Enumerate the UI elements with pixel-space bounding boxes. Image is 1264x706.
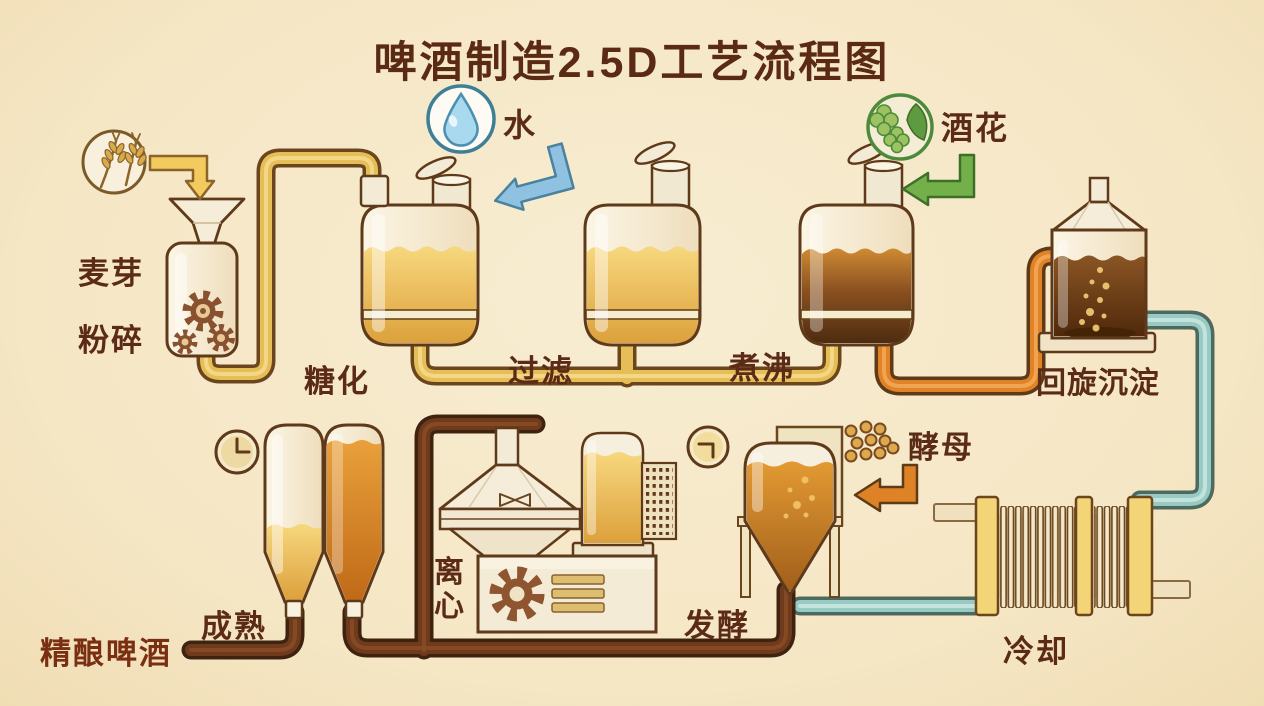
coolant-outlet-pipe bbox=[1147, 580, 1191, 599]
label-whirlpool: 回旋沉淀 bbox=[1036, 367, 1160, 400]
pipe-whirlpool-to-cooler bbox=[1130, 310, 1215, 510]
centrifuge-valve-glyph bbox=[499, 493, 531, 507]
pipe-fermenter-to-maturation bbox=[181, 414, 796, 660]
fermenter-liquid bbox=[747, 461, 833, 592]
maturation-tank-1-liquid bbox=[267, 524, 321, 600]
whirlpool-liquid bbox=[1054, 255, 1146, 336]
fermenter-bubbles bbox=[783, 476, 815, 519]
maturation-tank-1 bbox=[263, 423, 325, 620]
label-mash: 糖化 bbox=[304, 364, 370, 399]
label-boil: 煮沸 bbox=[729, 351, 795, 386]
crusher-gear-small-left bbox=[172, 329, 198, 355]
malt-icon bbox=[81, 129, 147, 195]
centrifuge-buffer-tank bbox=[580, 431, 645, 547]
mash-inlet-port bbox=[359, 174, 390, 208]
malt-feed-arrow-icon bbox=[148, 154, 216, 201]
label-malt: 麦芽 bbox=[78, 256, 144, 291]
hops-leaf bbox=[906, 103, 928, 141]
label-maturation: 成熟 bbox=[201, 609, 267, 644]
yeast-feed-arrow-icon bbox=[853, 463, 919, 513]
heat-exchanger-fins-right bbox=[1094, 506, 1128, 608]
hops-feed-arrow-icon bbox=[901, 153, 976, 207]
crusher-funnel bbox=[168, 197, 246, 247]
label-crush: 粉碎 bbox=[78, 323, 144, 358]
hops-icon bbox=[866, 93, 934, 161]
maturation-tank-2-liquid bbox=[327, 440, 381, 600]
yeast-icon bbox=[844, 420, 900, 463]
pipe-boil-to-whirlpool bbox=[874, 246, 1072, 396]
water-feed-arrow-icon bbox=[493, 142, 575, 211]
clock-icon bbox=[214, 429, 260, 475]
label-water: 水 bbox=[503, 107, 538, 143]
crusher-gear-small-right bbox=[207, 324, 235, 352]
water-droplet bbox=[443, 91, 479, 147]
centrifuge-gear-icon bbox=[489, 566, 545, 622]
label-centrifuge: 离心 bbox=[434, 556, 464, 623]
hops-cones bbox=[869, 104, 910, 154]
whirlpool-vessel bbox=[1037, 176, 1157, 354]
fermenter-vessel bbox=[737, 425, 844, 598]
maturation-tank-2 bbox=[323, 423, 385, 620]
heat-exchanger-plate-left bbox=[974, 495, 1000, 617]
label-ferment: 发酵 bbox=[684, 608, 750, 643]
label-yeast: 酵母 bbox=[908, 430, 974, 465]
label-lauter: 过滤 bbox=[508, 354, 574, 389]
centrifuge-vent-bars bbox=[551, 574, 605, 613]
heat-exchanger-plate-right bbox=[1126, 495, 1154, 617]
heat-exchanger bbox=[974, 495, 1154, 617]
mash-tun-lid bbox=[415, 156, 457, 180]
crusher-vessel bbox=[165, 197, 246, 358]
lauter-tun-vessel bbox=[583, 141, 702, 347]
centrifuge-machine bbox=[438, 426, 678, 634]
pipe-crusher-to-boil-line bbox=[196, 148, 842, 388]
label-cooling: 冷却 bbox=[1003, 634, 1069, 669]
heat-exchanger-fins-left bbox=[1000, 506, 1076, 608]
lauter-tun-lid bbox=[634, 141, 676, 165]
crusher-gear-large bbox=[182, 290, 224, 332]
heat-exchanger-plate-middle bbox=[1074, 495, 1094, 617]
maturation-tank-1-valve bbox=[284, 599, 304, 620]
water-icon bbox=[426, 84, 496, 154]
label-hops: 酒花 bbox=[941, 110, 1010, 146]
maturation-tank-2-valve bbox=[344, 599, 364, 620]
whirlpool-bubbles bbox=[1079, 267, 1110, 332]
label-craft-beer: 精酿啤酒 bbox=[40, 636, 172, 671]
mash-tun-vessel bbox=[359, 156, 480, 347]
diagram-title: 啤酒制造2.5D工艺流程图 bbox=[373, 39, 891, 87]
timer-icon bbox=[686, 425, 730, 469]
boil-kettle-vessel bbox=[798, 141, 915, 347]
centrifuge-perforated-panel bbox=[640, 461, 678, 541]
